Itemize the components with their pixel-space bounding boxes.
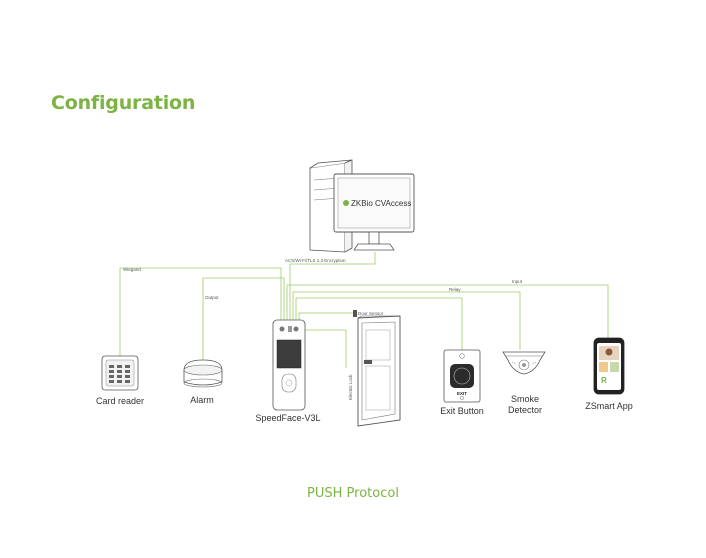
card-reader: [101, 355, 139, 391]
wire-input: [286, 284, 609, 338]
label-output: Output: [205, 295, 219, 300]
label-input: Input: [512, 279, 523, 284]
wire-pc-terminal: [289, 252, 376, 320]
protocol-caption: PUSH Protocol: [307, 486, 399, 501]
label-wiegand: Wiegand: [123, 267, 141, 272]
wiring: [119, 252, 609, 368]
software-name: ZKBio CVAccess: [351, 199, 411, 208]
label-card-reader: Card reader: [96, 396, 144, 406]
label-electric-lock: Electric Lock: [348, 374, 353, 400]
page-title: Configuration: [51, 92, 196, 114]
wire-relay: [295, 297, 463, 350]
label-door-sensor: Door Sensor: [358, 311, 384, 316]
exit-button: EXIT: [443, 349, 481, 403]
smoke-detector: [502, 351, 546, 375]
door: [353, 310, 401, 427]
smartphone: R: [593, 337, 625, 395]
alarm: [183, 359, 223, 388]
wire-output: [202, 277, 285, 360]
label-smoke-line2: Detector: [508, 405, 542, 415]
svg-text:R: R: [601, 376, 607, 385]
label-tcp: ACS/Wi-Fi/TLS 1.3 Encryption: [285, 258, 346, 263]
wire-smoke: [292, 291, 521, 350]
wire-door-sensor: [298, 312, 353, 320]
label-smoke-line1: Smoke: [511, 394, 539, 404]
wire-wiegand: [119, 267, 282, 356]
server-pc: ZKBio CVAccess: [309, 159, 415, 253]
label-alarm: Alarm: [190, 395, 214, 405]
label-exit-button: Exit Button: [440, 406, 484, 416]
exit-text: EXIT: [457, 391, 467, 396]
label-terminal: SpeedFace-V3L: [255, 413, 320, 423]
speedface-terminal: [272, 319, 306, 411]
label-relay: Relay: [449, 287, 461, 292]
label-app: ZSmart App: [585, 401, 633, 411]
wire-electric-lock: [302, 329, 347, 368]
